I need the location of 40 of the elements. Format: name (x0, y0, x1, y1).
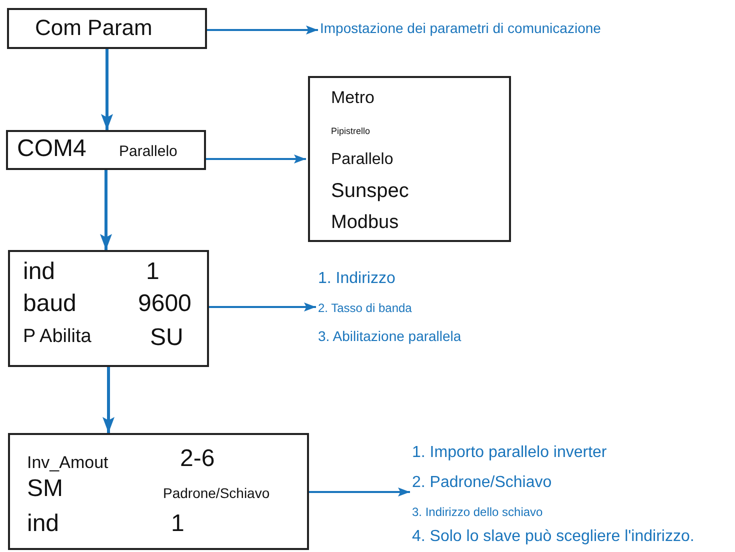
description-text: 3. Abilitazione parallela (318, 328, 462, 344)
menu-screen-box (6, 130, 206, 170)
menu-text: ind (23, 258, 56, 286)
menu-text: Parallelo (119, 143, 178, 160)
menu-text: Inv_Amout (27, 453, 108, 473)
arrow (206, 154, 306, 164)
menu-screen-box (8, 250, 209, 367)
description-text: 1. Indirizzo (318, 270, 396, 288)
option-text: Sunspec (331, 180, 409, 203)
menu-screen-box (8, 433, 309, 550)
description-text: 2. Padrone/Schiavo (412, 474, 552, 492)
option-list-box (308, 76, 511, 242)
option-text: Metro (331, 88, 374, 108)
menu-text: Padrone/Schiavo (163, 485, 270, 502)
arrow (207, 26, 318, 34)
menu-screen-box (7, 8, 207, 49)
arrow (309, 488, 410, 496)
description-text: Impostazione dei parametri di comunicazione (320, 20, 601, 36)
option-text: Parallelo (331, 151, 394, 170)
arrow (209, 302, 316, 312)
menu-text: SM (27, 475, 63, 503)
menu-text: 1 (146, 258, 160, 286)
description-text: 4. Solo lo slave può scegliere l'indirizzo. (412, 528, 694, 546)
menu-text: Com Param (35, 15, 152, 40)
option-text: Pipistrello (331, 126, 370, 136)
menu-text: 2-6 (180, 445, 215, 473)
menu-text: SU (150, 324, 184, 352)
arrow (100, 170, 112, 250)
menu-text: P Abilita (23, 326, 92, 348)
description-text: 2. Tasso di banda (318, 302, 412, 316)
menu-text: 1 (171, 510, 184, 538)
arrow (101, 49, 113, 130)
menu-text: COM4 (17, 135, 86, 163)
menu-text: baud (23, 290, 76, 318)
arrow (102, 367, 114, 433)
menu-text: ind (27, 510, 60, 538)
description-text: 1. Importo parallelo inverter (412, 444, 607, 462)
option-text: Modbus (331, 212, 399, 234)
description-text: 3. Indirizzo dello schiavo (412, 506, 543, 520)
menu-text: 9600 (138, 290, 192, 318)
